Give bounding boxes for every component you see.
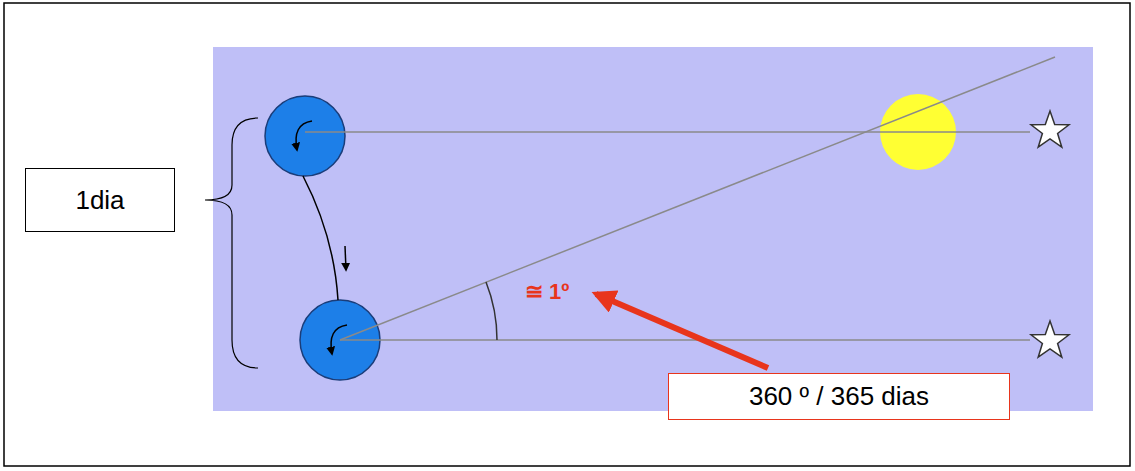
star-bottom (1031, 321, 1069, 357)
star-top (1031, 111, 1069, 147)
pointer-arrow (596, 294, 768, 368)
orbit-direction-arrow (345, 246, 346, 270)
angle-label: ≅ 1º (525, 279, 569, 305)
outer-frame (4, 3, 1130, 466)
angle-arc (486, 282, 497, 340)
formula-box: 360 º / 365 dias (668, 373, 1010, 420)
sky-panel (213, 47, 1093, 411)
day-bracket (205, 118, 258, 368)
sight-line-bottom (340, 339, 1030, 341)
sight-line-top (305, 131, 1030, 133)
period-box: 1dia (25, 168, 175, 232)
rotation-arrow (331, 325, 347, 354)
orbit-path (303, 176, 338, 300)
box-text: 1dia (75, 185, 124, 216)
sight-line-sun (340, 57, 1055, 340)
earth-top (265, 96, 345, 176)
rotation-arrow (296, 121, 312, 150)
box-text: 360 º / 365 dias (749, 381, 929, 412)
